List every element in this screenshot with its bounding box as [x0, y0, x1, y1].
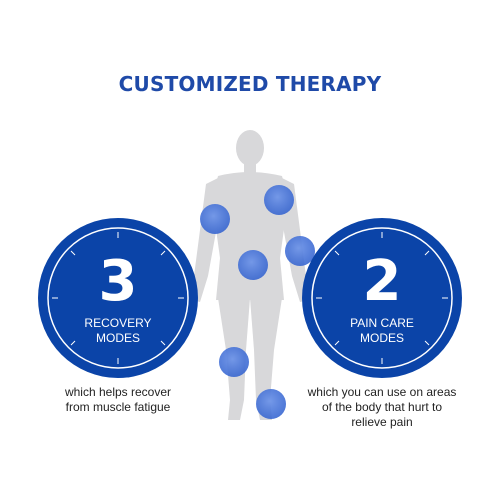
treatment-spot	[264, 185, 294, 215]
badge-label-line2: MODES	[95, 331, 140, 345]
treatment-spot	[285, 236, 315, 266]
caption-line: which helps recover	[64, 385, 172, 399]
badge-circle-icon	[302, 218, 462, 378]
treatment-spot	[238, 250, 268, 280]
recovery-modes-badge: 3 RECOVERY MODES	[38, 218, 198, 378]
badge-circle-icon	[38, 218, 198, 378]
badge-number: 3	[98, 249, 138, 314]
badge-label-line2: MODES	[359, 331, 404, 345]
pain-care-modes-badge: 2 PAIN CARE MODES	[302, 218, 462, 378]
treatment-spot	[256, 389, 286, 419]
treatment-spot	[219, 347, 249, 377]
badge-number: 2	[362, 249, 402, 314]
badge-label-line1: RECOVERY	[84, 316, 152, 330]
caption-line: of the body that hurt to	[321, 400, 443, 414]
caption-line: which you can use on areas	[307, 385, 457, 399]
page-title: CUSTOMIZED THERAPY	[118, 72, 382, 96]
caption-line: from muscle fatigue	[65, 400, 171, 414]
right-caption: which you can use on areas of the body t…	[300, 385, 464, 430]
caption-line: relieve pain	[351, 415, 413, 429]
left-caption: which helps recover from muscle fatigue	[38, 385, 198, 415]
badge-label-line1: PAIN CARE	[350, 316, 414, 330]
treatment-spot	[200, 204, 230, 234]
